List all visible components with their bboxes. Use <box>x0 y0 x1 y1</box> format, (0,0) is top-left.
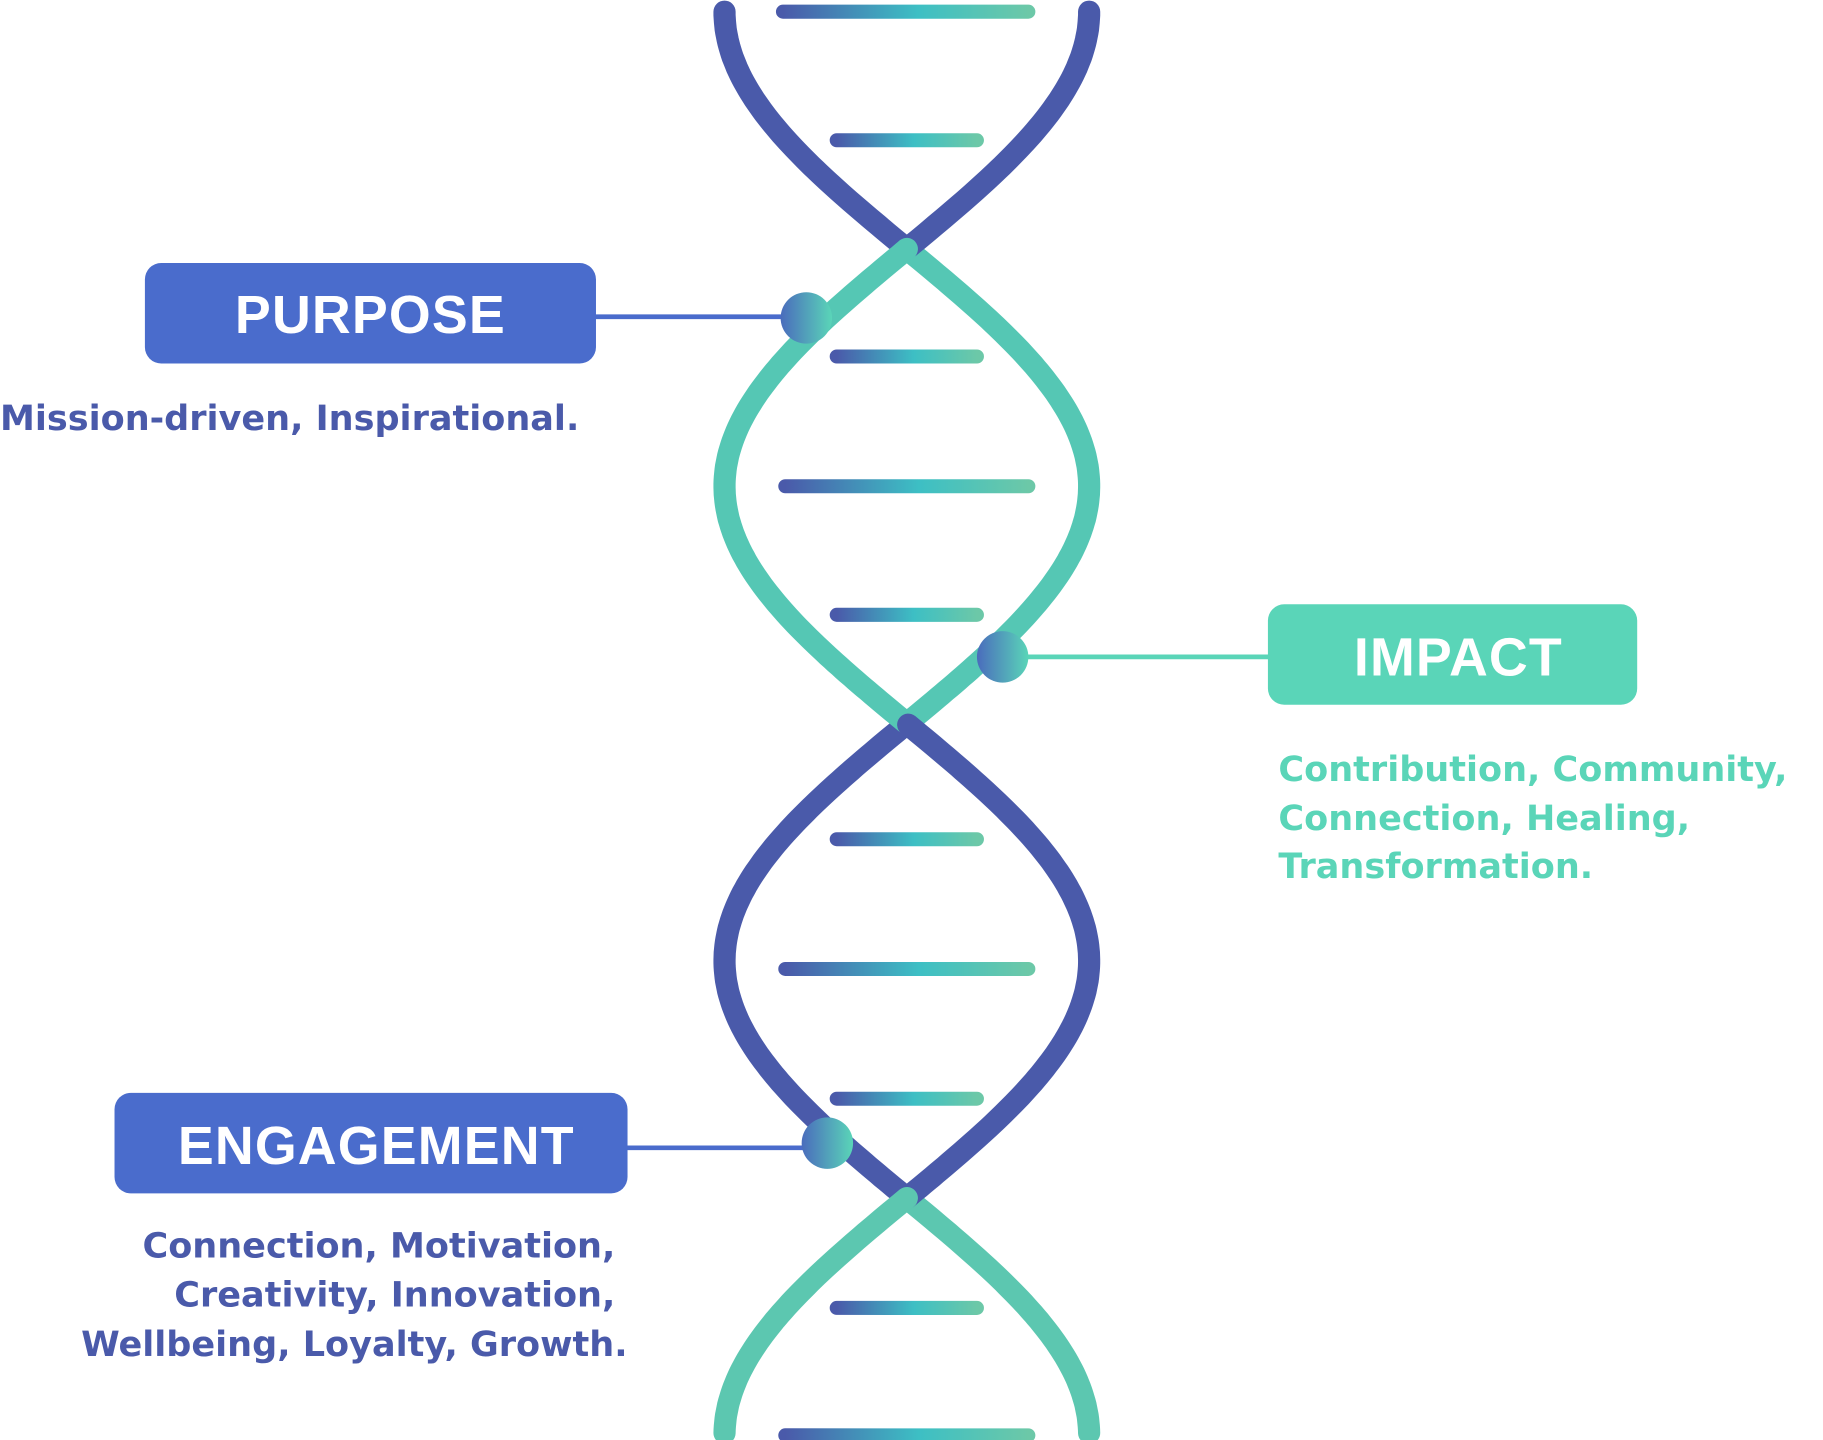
helix-rungs <box>775 4 1036 1440</box>
helix-strand-segment <box>713 713 918 1210</box>
helix-strand-segment <box>713 1186 918 1440</box>
helix-strand-segment <box>895 713 1101 1210</box>
purpose-description: Mission-driven, Inspirational. <box>0 398 579 439</box>
purpose-label: PURPOSE <box>235 285 506 345</box>
helix-strands <box>713 0 1101 1440</box>
impact-node <box>976 631 1029 683</box>
helix-strand-segment <box>713 0 916 258</box>
helix-strand-segment <box>898 0 1101 258</box>
impact-badge: IMPACT <box>1267 604 1638 705</box>
purpose-node <box>780 292 833 344</box>
purpose-badge: PURPOSE <box>144 262 596 364</box>
helix-strand-segment <box>895 1186 1101 1440</box>
engagement-badge: ENGAGEMENT <box>114 1092 628 1194</box>
engagement-description: Connection, Motivation, Creativity, Inno… <box>81 1226 627 1365</box>
impact-description: Contribution, Community, Connection, Hea… <box>1278 749 1799 887</box>
engagement-node <box>801 1117 854 1169</box>
impact-label: IMPACT <box>1354 628 1563 688</box>
engagement-label: ENGAGEMENT <box>178 1116 575 1176</box>
